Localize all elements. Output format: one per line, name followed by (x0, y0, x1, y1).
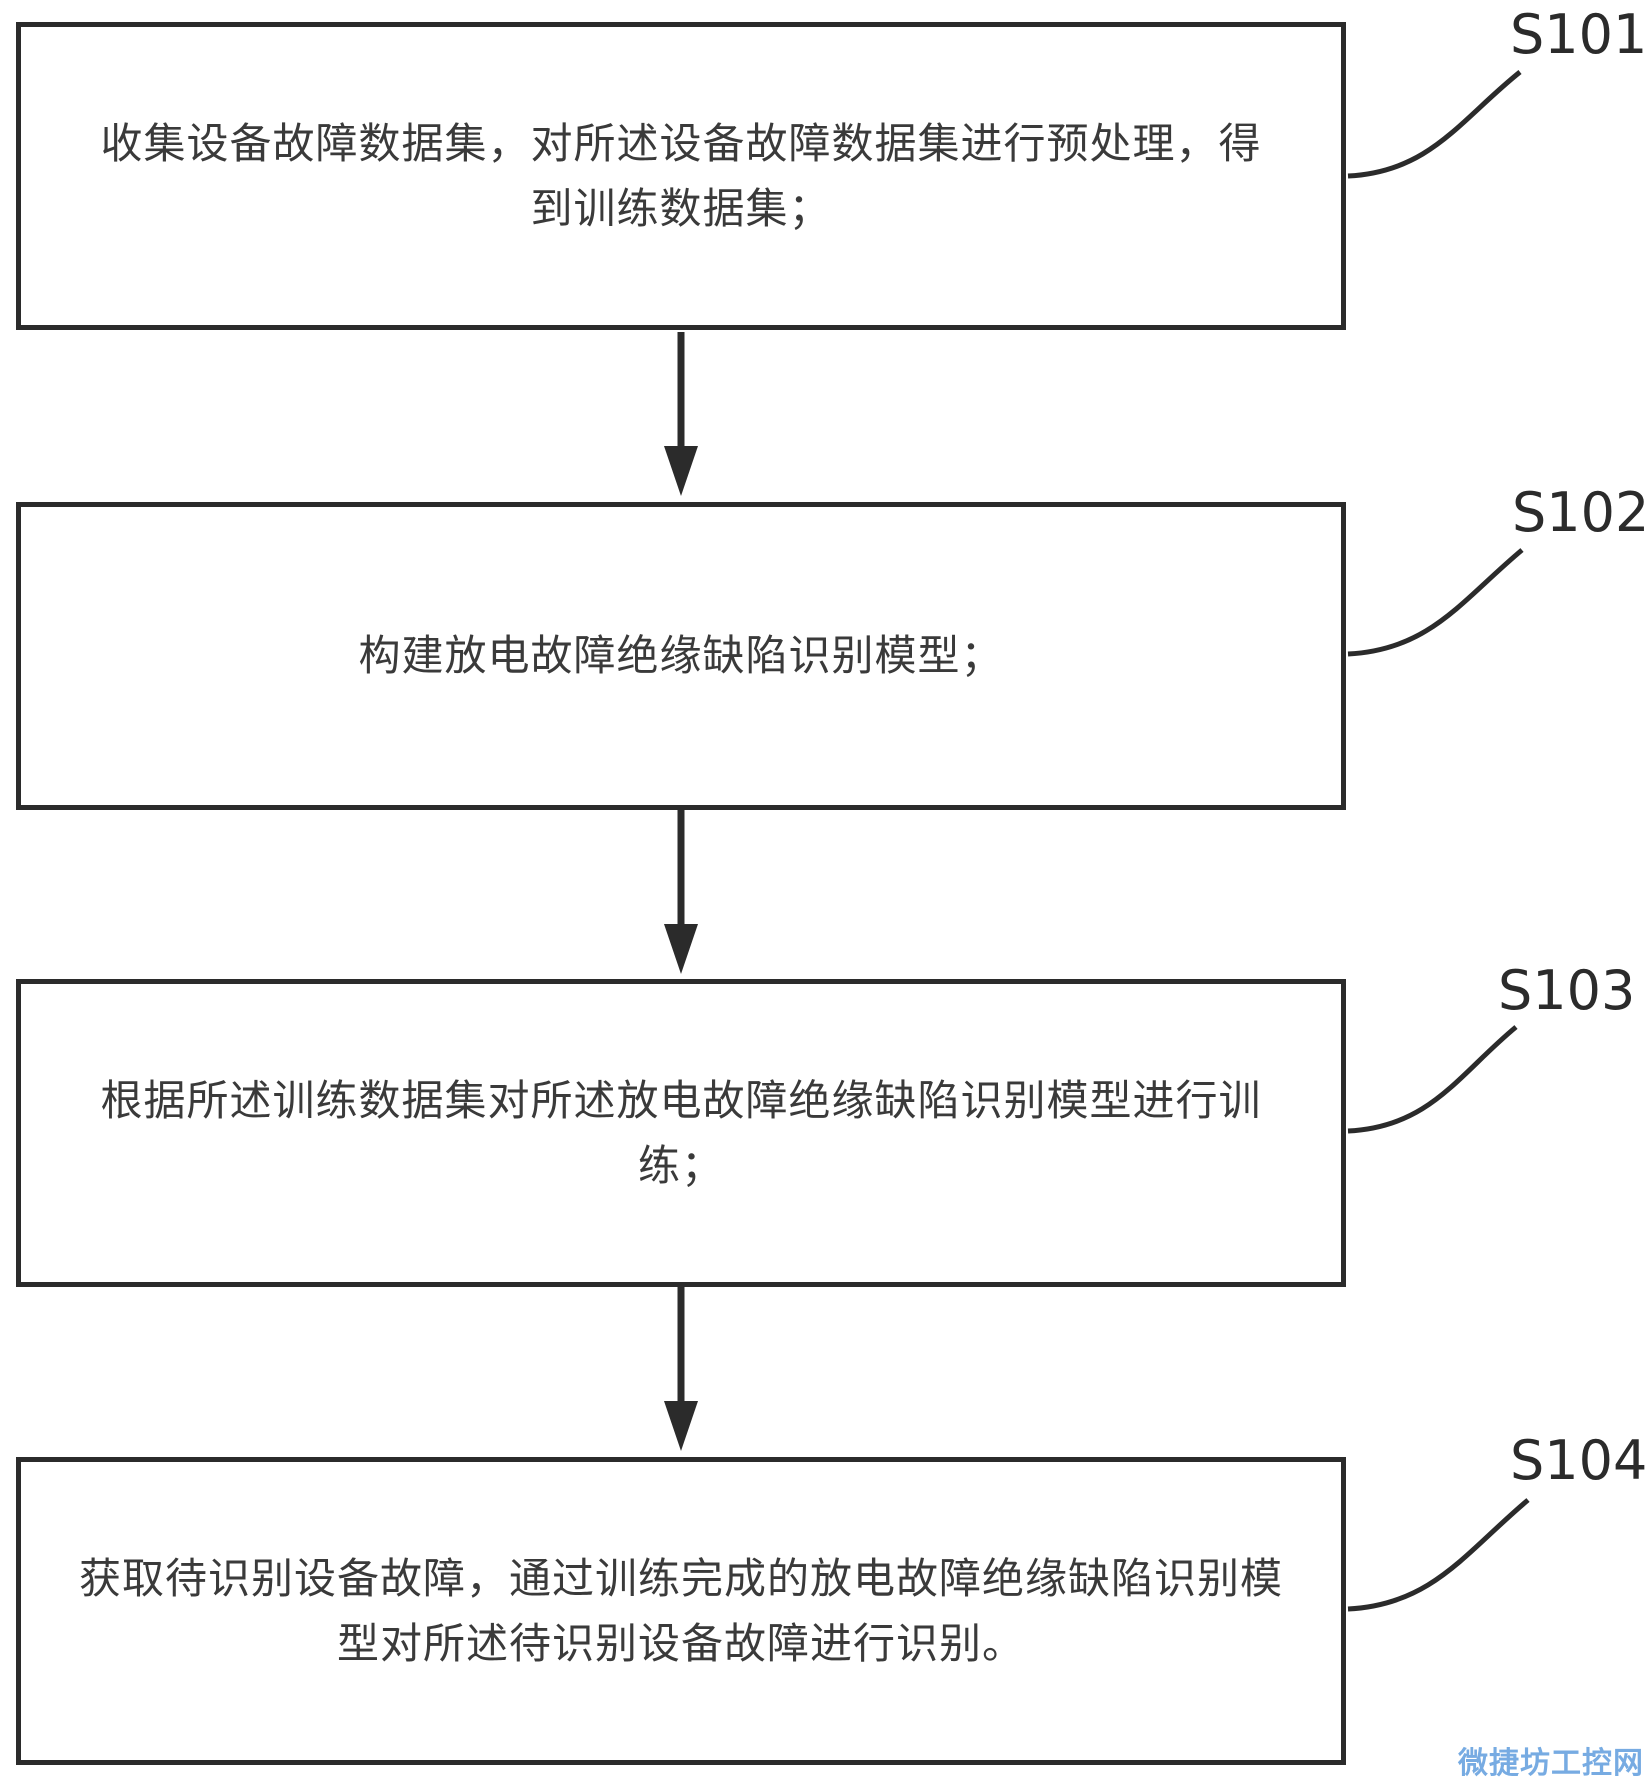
step-text-s103: 根据所述训练数据集对所述放电故障绝缘缺陷识别模型进行训练； (100, 1075, 1262, 1190)
step-box-s104: 获取待识别设备故障，通过训练完成的放电故障绝缘缺陷识别模型对所述待识别设备故障进… (16, 1457, 1346, 1765)
leader-line-s104 (1347, 1498, 1530, 1612)
step-label-s103: S103 (1498, 959, 1636, 1022)
step-label-s104: S104 (1510, 1429, 1648, 1492)
step-text-s104: 获取待识别设备故障，通过训练完成的放电故障绝缘缺陷识别模型对所述待识别设备故障进… (78, 1553, 1283, 1668)
arrow-s101-s102 (664, 332, 698, 496)
leader-line-s103 (1347, 1025, 1518, 1134)
step-box-s101: 收集设备故障数据集，对所述设备故障数据集进行预处理，得到训练数据集； (16, 22, 1346, 330)
step-box-s103: 根据所述训练数据集对所述放电故障绝缘缺陷识别模型进行训练； (16, 979, 1346, 1287)
step-text-s102: 构建放电故障绝缘缺陷识别模型； (358, 631, 1004, 681)
arrow-s102-s103 (664, 810, 698, 974)
step-label-s102: S102 (1512, 481, 1650, 544)
step-label-s101: S101 (1510, 3, 1648, 66)
step-box-s102: 构建放电故障绝缘缺陷识别模型； (16, 502, 1346, 810)
leader-line-s101 (1347, 70, 1522, 179)
leader-line-s102 (1347, 548, 1524, 657)
step-text-s101: 收集设备故障数据集，对所述设备故障数据集进行预处理，得到训练数据集； (100, 118, 1262, 233)
watermark-text: 微捷坊工控网 (1458, 1746, 1644, 1781)
arrow-s103-s104 (664, 1287, 698, 1451)
